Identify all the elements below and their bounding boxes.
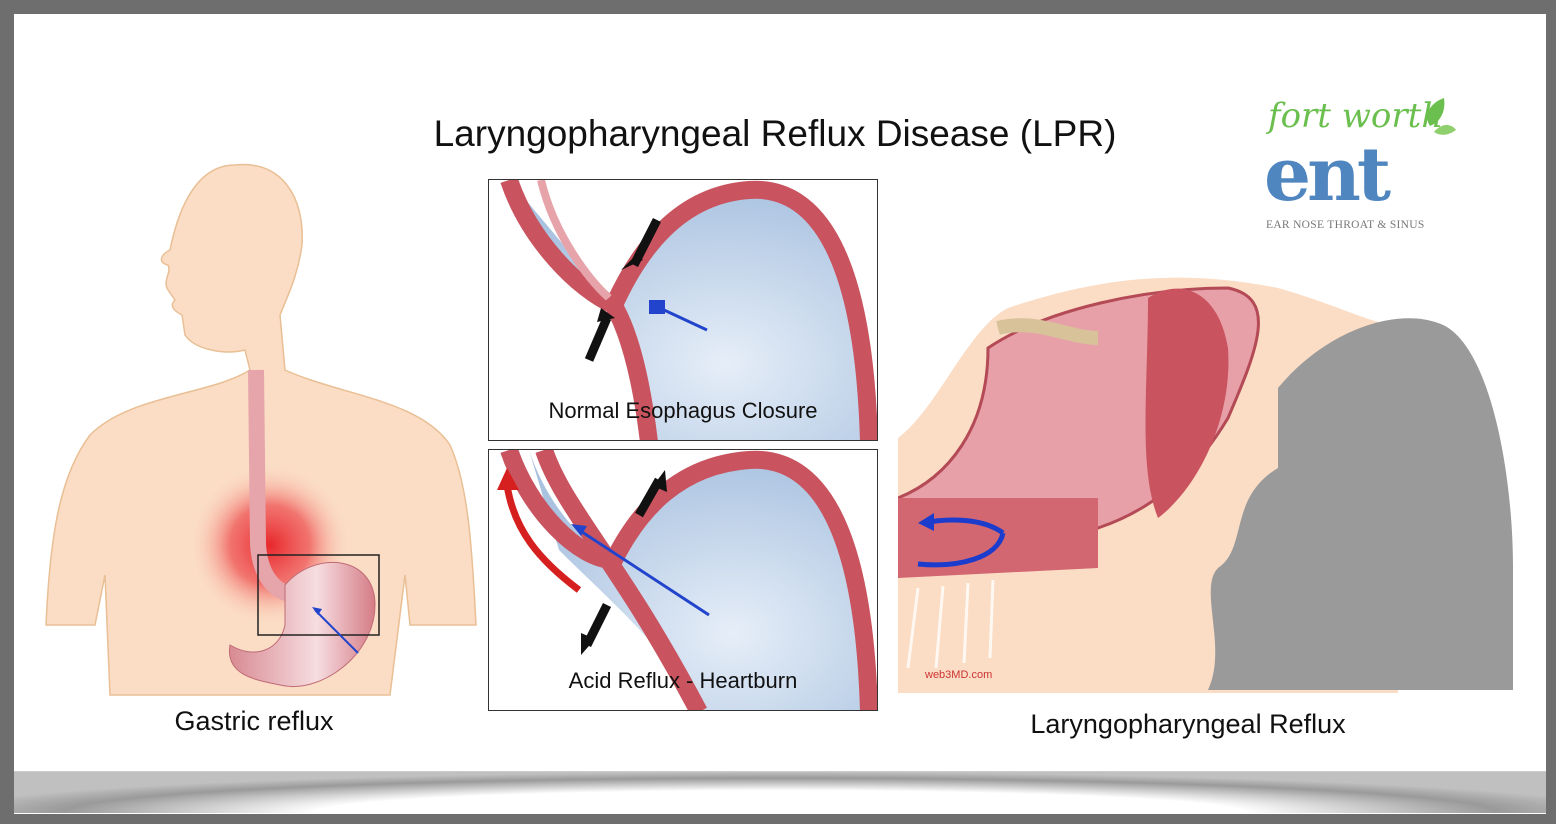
- torso-illustration: [45, 163, 477, 696]
- normal-esophagus-illustration: [500, 180, 877, 440]
- gastric-reflux-label: Gastric reflux: [174, 706, 334, 736]
- leaf-icon: [1427, 98, 1456, 135]
- logo-tagline: EAR NOSE THROAT & SINUS: [1266, 219, 1425, 231]
- logo-line2: ent: [1264, 132, 1391, 218]
- diagram-title: Laryngopharyngeal Reflux Disease (LPR): [433, 113, 1117, 154]
- logo-line1: fort worth: [1268, 96, 1444, 136]
- acid-reflux-panel: Acid Reflux - Heartburn: [488, 449, 878, 711]
- card-shadow: [14, 771, 1546, 813]
- acid-reflux-label: Acid Reflux - Heartburn: [568, 668, 798, 693]
- lpr-label: Laryngopharyngeal Reflux: [1030, 709, 1346, 739]
- watermark: web3MD.com: [925, 669, 993, 681]
- acid-reflux-illustration: [497, 450, 877, 710]
- normal-closure-label: Normal Esophagus Closure: [548, 398, 818, 423]
- head-cross-section-illustration: [898, 277, 1513, 693]
- gastric-reflux-figure: Gastric reflux: [40, 155, 485, 736]
- lpr-figure: web3MD.com Laryngopharyngeal Reflux: [898, 268, 1518, 743]
- fort-worth-ent-logo: fort worth ent EAR NOSE THROAT & SINUS: [1262, 96, 1457, 236]
- normal-closure-panel: Normal Esophagus Closure: [488, 179, 878, 441]
